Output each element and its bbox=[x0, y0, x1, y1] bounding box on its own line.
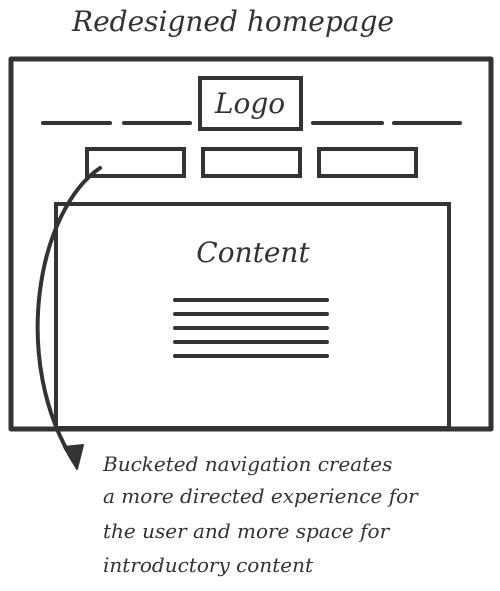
diagram-title: Redesigned homepage bbox=[71, 5, 394, 38]
logo-box bbox=[198, 76, 303, 131]
annotation-line: introductory content bbox=[103, 553, 314, 577]
annotation-line: a more directed experience for bbox=[103, 484, 419, 508]
nav-bucket bbox=[85, 147, 186, 178]
nav-bucket bbox=[201, 147, 302, 178]
logo-label: Logo bbox=[214, 87, 285, 120]
content-box bbox=[54, 202, 451, 430]
content-label: Content bbox=[196, 236, 310, 269]
annotation-line: the user and more space for bbox=[103, 519, 391, 543]
arrowhead-icon bbox=[63, 444, 84, 470]
nav-bucket bbox=[317, 147, 418, 178]
annotation-line: Bucketed navigation creates bbox=[102, 452, 392, 476]
annotation-arrow bbox=[35, 166, 102, 464]
